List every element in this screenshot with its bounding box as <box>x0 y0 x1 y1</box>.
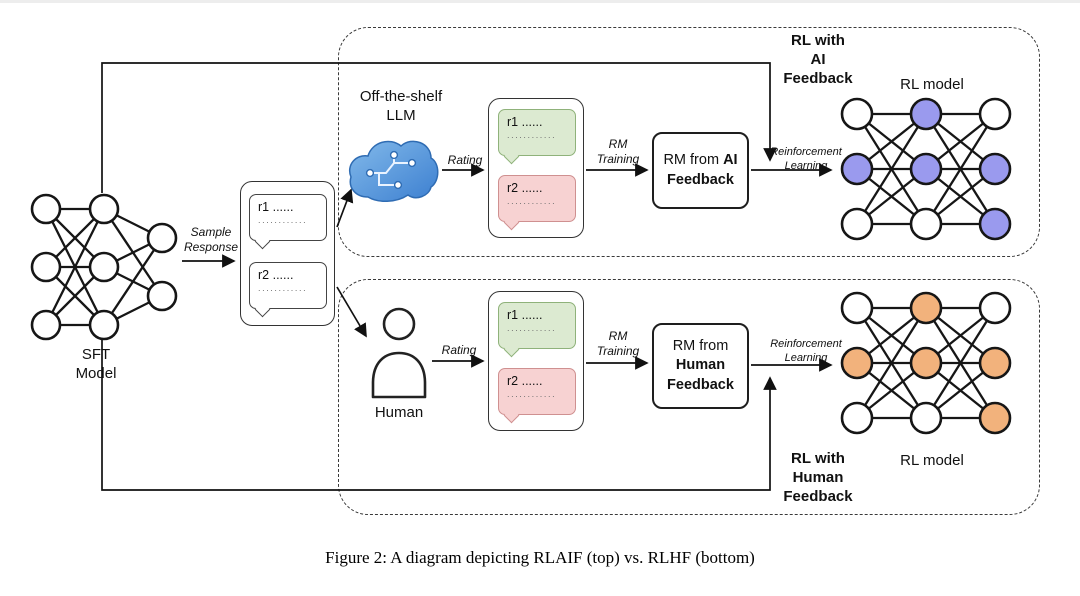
rlhf-dashed-container <box>338 279 1040 515</box>
reinforcement-learning-label-top: Reinforcement Learning <box>770 146 842 173</box>
rated-box-bottom: r1 ...... ............ r2 ...... .......… <box>488 291 584 431</box>
rm-from-ai-feedback-box: RM from AI Feedback <box>652 132 749 209</box>
response-bubble-r2: r2 ...... ............ <box>249 262 327 309</box>
rated-bubble-r2-top: r2 ...... ............ <box>498 175 576 222</box>
sft-model-network <box>30 193 178 341</box>
response-bubble-r1: r1 ...... ............ <box>249 194 327 241</box>
sample-response-label: Sample Response <box>183 225 239 255</box>
rlaif-container-label: RL with AI Feedback <box>783 32 853 88</box>
rating-label-bottom: Rating <box>441 343 477 357</box>
rm-from-human-feedback-box: RM from Human Feedback <box>652 323 749 409</box>
rlaif-dashed-container <box>338 27 1040 257</box>
rl-model-network-ai <box>840 97 1012 241</box>
reinforcement-learning-label-bottom: Reinforcement Learning <box>770 338 842 365</box>
rl-model-label-top: RL model <box>900 76 964 93</box>
response-box: r1 ...... ............ r2 ...... .......… <box>240 181 335 326</box>
rl-model-network-human <box>840 291 1012 435</box>
llm-cloud-icon <box>349 140 439 202</box>
human-icon <box>371 307 427 399</box>
rlhf-container-label: RL with Human Feedback <box>783 450 853 506</box>
human-label: Human <box>374 404 424 421</box>
connector-arrows <box>101 62 833 491</box>
rl-model-label-bottom: RL model <box>900 452 964 469</box>
sft-model-label: SFT Model <box>75 346 117 383</box>
rm-training-label-top: RM Training <box>596 137 640 167</box>
rated-bubble-r1-bottom: r1 ...... ............ <box>498 302 576 349</box>
rated-bubble-r2-bottom: r2 ...... ............ <box>498 368 576 415</box>
figure-caption: Figure 2: A diagram depicting RLAIF (top… <box>325 548 755 567</box>
rating-label-top: Rating <box>447 153 483 167</box>
llm-judge-label: Off-the-shelf LLM <box>359 88 443 125</box>
rated-box-top: r1 ...... ............ r2 ...... .......… <box>488 98 584 238</box>
rm-training-label-bottom: RM Training <box>596 329 640 359</box>
rated-bubble-r1-top: r1 ...... ............ <box>498 109 576 156</box>
